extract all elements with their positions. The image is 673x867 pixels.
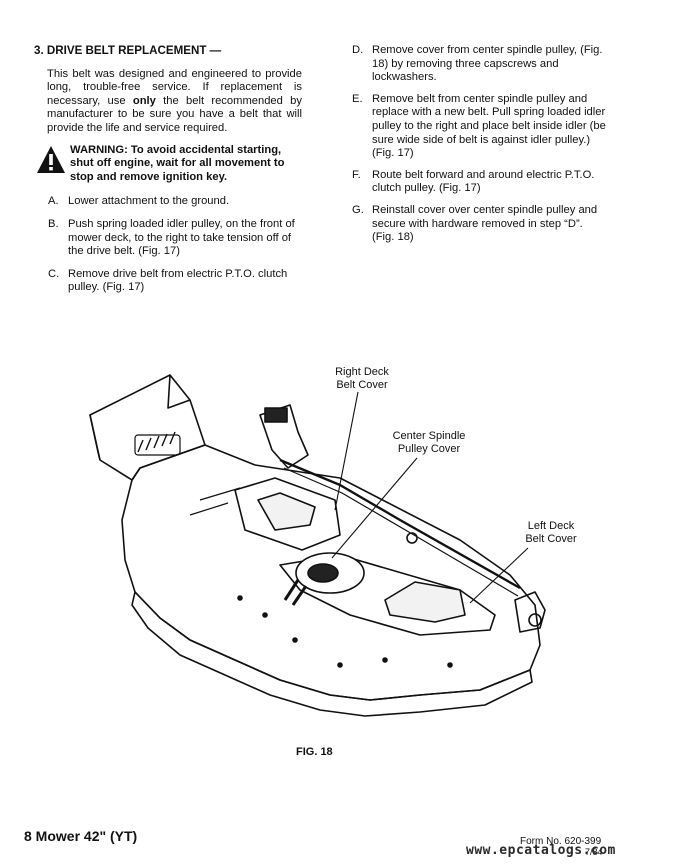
callout-line: Belt Cover [336,379,388,391]
belt-rod [279,458,521,590]
leader-left-deck [469,547,529,604]
step-d: D. Remove cover from center spindle pulle… [352,44,606,85]
warning-block: WARNING: To avoid accidental starting, s… [34,144,302,185]
step-text: Remove belt from center spindle pulley a… [372,92,606,160]
step-letter: C. [48,267,60,280]
step-text: Remove drive belt from electric P.T.O. c… [68,267,288,294]
right-column: D. Remove cover from center spindle pulle… [352,44,606,253]
intro-text-2: the belt recommended by manufacturer to … [47,94,302,134]
deck-skirt [131,591,533,717]
step-letter: E. [352,92,363,105]
front-bracket [259,404,309,469]
step-f: F. Route belt forward and around electric… [352,169,606,196]
step-letter: F. [352,168,361,181]
figure-label: FIG. 18 [296,746,333,758]
center-deck-ridge [279,554,496,636]
callout-line: Belt Cover [525,533,577,545]
callout-line: Left Deck [527,520,575,532]
step-letter: B. [48,217,59,230]
intro-emphasis: only [132,94,156,107]
step-a: A. Lower attachment to the ground. [34,195,302,209]
chute-spring [137,431,176,453]
step-e: E. Remove belt from center spindle pulley… [352,93,606,161]
intro-text-1: This belt was designed and engineered to… [47,67,302,107]
page-footer-title: 8 Mower 42" (YT) [24,828,138,844]
right-deck-cover [234,477,341,551]
callout-line: Pulley Cover [397,443,461,455]
mower-deck-illustration [89,374,546,717]
step-c: C. Remove drive belt from electric P.T.O.… [34,268,302,295]
step-text: Remove cover from center spindle pulley,… [372,44,603,84]
step-text: Push spring loaded idler pulley, on the … [68,217,295,258]
watermark-text: www.epcatalogs.com [466,843,616,858]
intro-paragraph: This belt was designed and engineered to… [47,68,302,136]
leader-center-spindle [331,457,418,559]
left-column: 3. DRIVE BELT REPLACEMENT — This belt wa… [34,44,302,304]
step-letter: A. [48,195,59,208]
callout-center-spindle-pulley-cover: Center Spindle Pulley Cover [378,430,480,456]
step-letter: G. [352,203,364,216]
leader-right-deck [334,391,359,511]
side-linkage [514,591,546,633]
warning-text: WARNING: To avoid accidental starting, s… [70,143,285,183]
step-letter: D. [352,44,364,56]
step-text: Lower attachment to the ground. [68,195,230,208]
step-text: Route belt forward and around electric P… [372,168,595,195]
callout-line: Right Deck [335,366,389,378]
step-g: G. Reinstall cover over center spindle pu… [352,204,606,245]
section-heading: 3. DRIVE BELT REPLACEMENT — [34,44,222,57]
callout-left-deck-belt-cover: Left Deck Belt Cover [512,520,590,546]
callout-right-deck-belt-cover: Right Deck Belt Cover [322,366,402,392]
form-date: 7/84 [585,847,603,857]
warning-icon [37,145,65,173]
discharge-chute [89,374,206,481]
step-b: B. Push spring loaded idler pulley, on th… [34,218,302,259]
callout-line: Center Spindle [392,430,466,442]
left-deck-cover [384,581,466,623]
step-text: Reinstall cover over center spindle pull… [372,203,598,244]
form-number: Form No. 620-399 [520,836,602,847]
